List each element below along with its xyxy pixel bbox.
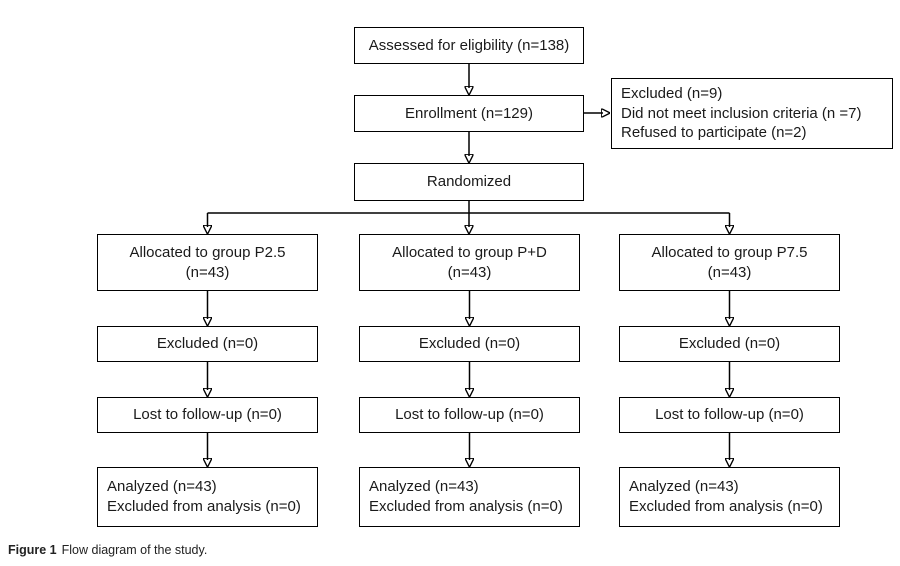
analyzed-p7-5-line1: Analyzed (n=43) [629, 478, 739, 496]
figure-caption-text: Flow diagram of the study. [61, 543, 208, 557]
allocated-p7-5-line2: (n=43) [707, 263, 752, 281]
node-excluded-note: Excluded (n=9) Did not meet inclusion cr… [611, 78, 893, 149]
excluded-p-plus-d-label: Excluded (n=0) [418, 335, 521, 353]
node-analyzed-p7-5: Analyzed (n=43) Excluded from analysis (… [619, 467, 840, 527]
analyzed-p-plus-d-line1: Analyzed (n=43) [369, 478, 479, 496]
node-analyzed-p2-5: Analyzed (n=43) Excluded from analysis (… [97, 467, 318, 527]
analyzed-p2-5-line2: Excluded from analysis (n=0) [107, 498, 301, 515]
lost-followup-p2-5-label: Lost to follow-up (n=0) [133, 406, 282, 424]
node-excluded-p7-5: Excluded (n=0) [619, 326, 840, 362]
allocated-p2-5-line1: Allocated to group P2.5 [129, 243, 286, 261]
node-allocated-p2-5: Allocated to group P2.5 (n=43) [97, 234, 318, 291]
node-assessed-label: Assessed for eligbility (n=138) [368, 36, 570, 54]
allocated-p7-5-line1: Allocated to group P7.5 [651, 243, 808, 261]
node-enrollment-label: Enrollment (n=129) [405, 104, 533, 122]
lost-followup-p7-5-label: Lost to follow-up (n=0) [655, 406, 804, 424]
node-lost-followup-p7-5: Lost to follow-up (n=0) [619, 397, 840, 433]
node-lost-followup-p-plus-d: Lost to follow-up (n=0) [359, 397, 580, 433]
node-analyzed-p-plus-d: Analyzed (n=43) Excluded from analysis (… [359, 467, 580, 527]
allocated-p2-5-line2: (n=43) [185, 263, 230, 281]
excluded-note-line1: Excluded (n=9) [621, 84, 723, 102]
node-excluded-p-plus-d: Excluded (n=0) [359, 326, 580, 362]
analyzed-p2-5-line1: Analyzed (n=43) [107, 478, 217, 496]
node-lost-followup-p2-5: Lost to follow-up (n=0) [97, 397, 318, 433]
node-allocated-p-plus-d: Allocated to group P+D (n=43) [359, 234, 580, 291]
excluded-p2-5-label: Excluded (n=0) [156, 335, 259, 353]
node-randomized-label: Randomized [426, 173, 512, 191]
node-excluded-p2-5: Excluded (n=0) [97, 326, 318, 362]
analyzed-p-plus-d-line2: Excluded from analysis (n=0) [369, 498, 563, 515]
figure-caption: Figure 1 Flow diagram of the study. [8, 543, 207, 557]
allocated-p-plus-d-line1: Allocated to group P+D [392, 243, 547, 261]
excluded-p7-5-label: Excluded (n=0) [678, 335, 781, 353]
node-assessed-for-eligibility: Assessed for eligbility (n=138) [354, 27, 584, 64]
excluded-note-line2: Did not meet inclusion criteria (n =7) [621, 104, 862, 122]
excluded-note-line3: Refused to participate (n=2) [621, 124, 807, 142]
analyzed-p7-5-line2: Excluded from analysis (n=0) [629, 498, 823, 515]
node-randomized: Randomized [354, 163, 584, 201]
allocated-p-plus-d-line2: (n=43) [447, 263, 492, 281]
node-enrollment: Enrollment (n=129) [354, 95, 584, 132]
node-allocated-p7-5: Allocated to group P7.5 (n=43) [619, 234, 840, 291]
figure-caption-label: Figure 1 [8, 543, 57, 557]
lost-followup-p-plus-d-label: Lost to follow-up (n=0) [395, 406, 544, 424]
